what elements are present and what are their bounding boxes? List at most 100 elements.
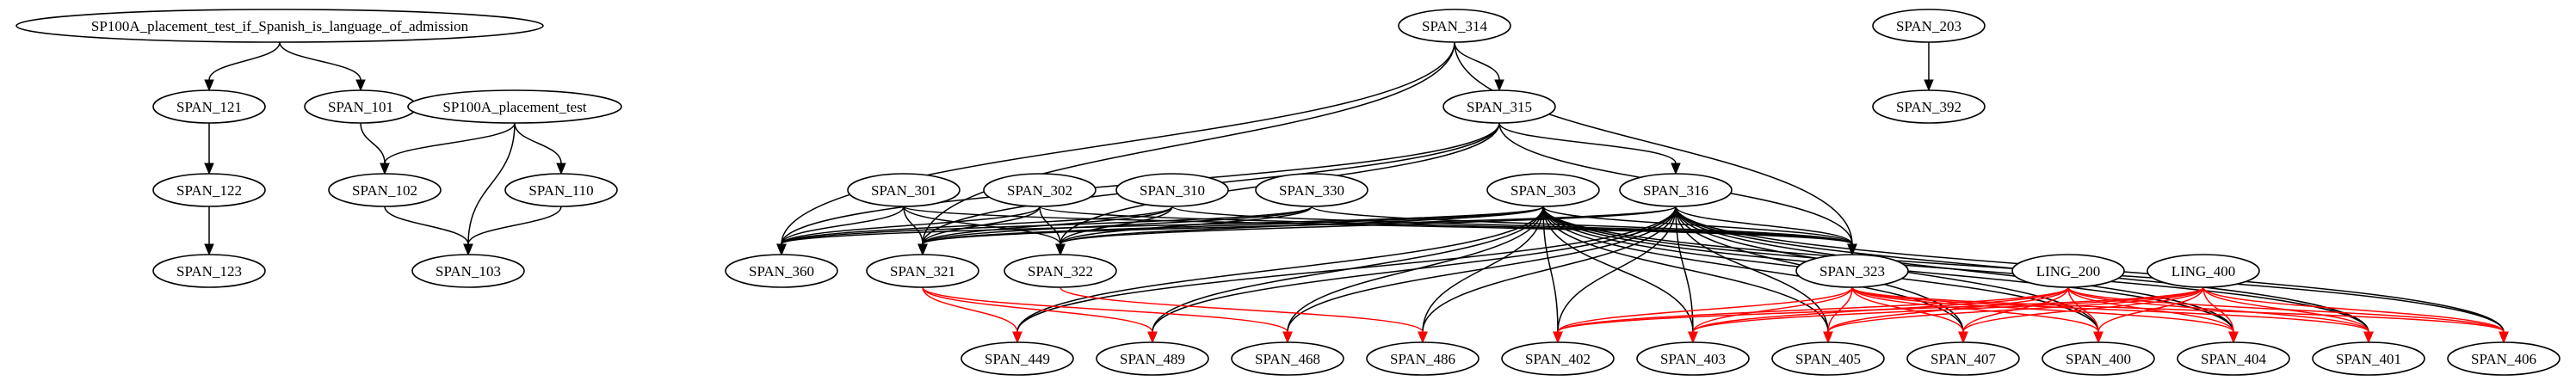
edge-span-203-to-span-392 — [1924, 42, 1934, 92]
node-span-330: SPAN_330 — [1255, 173, 1368, 207]
node-span-102: SPAN_102 — [328, 173, 442, 207]
node-label: SPAN_407 — [1930, 351, 1996, 367]
edge-span-321-to-span-489 — [922, 286, 1158, 344]
node-label: SPAN_403 — [1660, 351, 1726, 367]
node-shape — [152, 254, 266, 288]
node-shape — [1398, 9, 1511, 43]
node-label: SPAN_406 — [2471, 351, 2536, 367]
node-span-322: SPAN_322 — [1004, 254, 1117, 288]
edge-span-303-to-span-360 — [776, 206, 1544, 256]
node-label: LING_400 — [2171, 263, 2236, 280]
node-span-122: SPAN_122 — [152, 173, 266, 207]
node-label: SPAN_402 — [1525, 351, 1591, 367]
node-shape — [847, 173, 961, 207]
edge-span-122-to-span-123 — [204, 206, 214, 256]
node-shape — [411, 254, 525, 288]
node-shape — [1795, 254, 1909, 288]
edge-ling-400-to-span-406 — [2202, 286, 2509, 344]
node-span-405: SPAN_405 — [1771, 341, 1885, 376]
node-shape — [1619, 173, 1733, 207]
edge-span-121-to-span-122 — [204, 123, 214, 175]
edge-sp100a-to-span-110 — [514, 122, 566, 175]
node-shape — [1255, 173, 1368, 207]
node-label: SPAN_401 — [2336, 351, 2401, 367]
node-shape — [2447, 341, 2561, 376]
edge-span-321-to-span-468 — [922, 286, 1293, 344]
node-span-123: SPAN_123 — [152, 254, 266, 288]
node-label: SPAN_203 — [1896, 18, 1961, 34]
node-label: SPAN_486 — [1390, 351, 1455, 367]
node-label: SPAN_468 — [1255, 351, 1320, 367]
edge-span-315-to-span-316 — [1498, 122, 1681, 175]
node-span-203: SPAN_203 — [1872, 9, 1986, 43]
node-label: SPAN_302 — [1007, 182, 1072, 199]
node-shape — [1096, 341, 1209, 376]
node-span-302: SPAN_302 — [983, 173, 1096, 207]
node-shape — [1636, 341, 1750, 376]
edge-ling-400-to-span-404 — [2202, 286, 2239, 344]
node-span-402: SPAN_402 — [1501, 341, 1615, 376]
node-span-321: SPAN_321 — [866, 254, 979, 288]
node-shape — [1004, 254, 1117, 288]
node-span-406: SPAN_406 — [2447, 341, 2561, 376]
node-label: SPAN_449 — [985, 351, 1050, 367]
node-label: SPAN_303 — [1510, 182, 1576, 199]
node-label: SPAN_314 — [1422, 18, 1487, 34]
node-span-314: SPAN_314 — [1398, 9, 1511, 43]
node-label: SP100A_placement_test_if_Spanish_is_lang… — [91, 18, 469, 34]
edge-ling-400-to-span-402 — [1553, 286, 2204, 344]
node-shape — [1906, 341, 2020, 376]
edge-span-321-to-span-449 — [922, 286, 1022, 344]
edge-sp100a-to-span-102 — [380, 122, 516, 175]
node-shape — [1115, 173, 1229, 207]
node-label: SPAN_301 — [871, 182, 936, 199]
node-label: SPAN_360 — [749, 263, 814, 280]
node-label: SPAN_123 — [176, 263, 242, 280]
node-label: SPAN_122 — [176, 182, 242, 199]
node-shape — [2312, 341, 2425, 376]
node-span-489: SPAN_489 — [1096, 341, 1209, 376]
edge-ling-400-to-span-401 — [2202, 286, 2374, 344]
node-shape — [1771, 341, 1885, 376]
node-label: SPAN_102 — [352, 182, 417, 199]
edge-span-316-to-span-321 — [917, 206, 1677, 256]
node-label: SPAN_323 — [1819, 263, 1885, 280]
node-shape — [1486, 173, 1600, 207]
node-shape — [1501, 341, 1615, 376]
node-span-103: SPAN_103 — [411, 254, 525, 288]
node-label: SPAN_121 — [176, 99, 242, 115]
node-span-316: SPAN_316 — [1619, 173, 1733, 207]
node-shape — [15, 9, 544, 43]
node-shape — [152, 89, 266, 124]
edge-ling-400-to-span-405 — [1823, 286, 2204, 344]
node-span-449: SPAN_449 — [961, 341, 1074, 376]
edge-ling-400-to-span-403 — [1688, 286, 2204, 344]
node-shape — [1366, 341, 1480, 376]
node-span-110: SPAN_110 — [504, 173, 618, 207]
node-sp100a: SP100A_placement_test — [407, 89, 622, 124]
edge-ling-400-to-span-400 — [2093, 286, 2204, 344]
node-shape — [1442, 89, 1556, 124]
node-label: SPAN_330 — [1279, 182, 1344, 199]
node-span-310: SPAN_310 — [1115, 173, 1229, 207]
edges-layer — [204, 41, 2509, 344]
node-label: SPAN_315 — [1467, 99, 1532, 115]
node-sp100a-if: SP100A_placement_test_if_Spanish_is_lang… — [15, 9, 544, 43]
node-span-315: SPAN_315 — [1442, 89, 1556, 124]
node-label: SP100A_placement_test — [442, 99, 586, 115]
node-shape — [2147, 254, 2260, 288]
node-label: SPAN_103 — [436, 263, 501, 280]
node-span-360: SPAN_360 — [725, 254, 838, 288]
node-span-400: SPAN_400 — [2042, 341, 2155, 376]
node-shape — [2011, 254, 2125, 288]
node-label: SPAN_405 — [1795, 351, 1861, 367]
edge-span-322-to-span-486 — [1059, 286, 1428, 344]
edge-span-110-to-span-103 — [463, 206, 562, 256]
node-span-404: SPAN_404 — [2177, 341, 2290, 376]
node-span-121: SPAN_121 — [152, 89, 266, 124]
node-label: SPAN_321 — [890, 263, 955, 280]
node-span-403: SPAN_403 — [1636, 341, 1750, 376]
edge-span-102-to-span-103 — [384, 206, 473, 256]
node-shape — [2177, 341, 2290, 376]
edge-ling-400-to-span-407 — [1958, 286, 2204, 344]
